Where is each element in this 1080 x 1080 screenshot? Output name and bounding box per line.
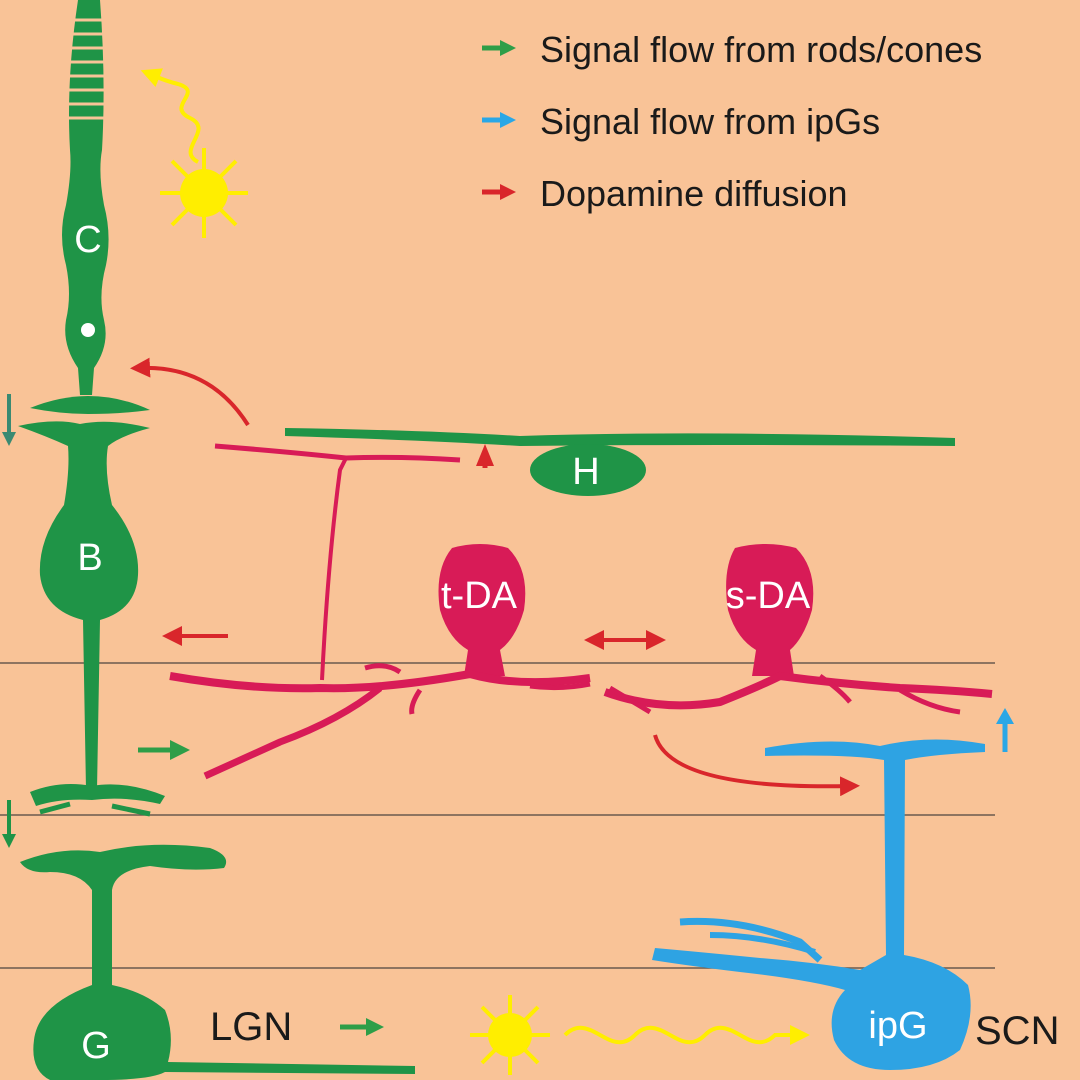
ganglion-cell	[20, 844, 415, 1080]
horizontal-label: H	[572, 451, 599, 493]
horizontal-dendrite	[285, 428, 955, 446]
ganglion-body	[20, 844, 415, 1080]
cone-cell	[30, 0, 150, 414]
bipolar-body	[18, 421, 150, 790]
legend-label-green: Signal flow from rods/cones	[540, 29, 982, 70]
cone-label: C	[74, 219, 101, 261]
cone-body	[62, 0, 109, 395]
sun-icon-top	[160, 148, 248, 238]
sun-icon-bottom	[470, 995, 550, 1075]
bipolar-cell	[18, 421, 165, 817]
s-da-label: s-DA	[726, 575, 811, 617]
ipg-body	[652, 739, 985, 1070]
light-path-top	[140, 68, 201, 164]
scn-label: SCN	[975, 1009, 1059, 1053]
ganglion-label: G	[81, 1025, 111, 1067]
legend-label-red: Dopamine diffusion	[540, 173, 848, 214]
legend-item-red: Dopamine diffusion	[482, 173, 848, 214]
t-da-cell	[169, 443, 591, 780]
ipg-cell	[652, 739, 985, 1070]
t-da-label: t-DA	[441, 575, 518, 617]
cone-pedicle	[30, 396, 150, 414]
lgn-label: LGN	[210, 1005, 292, 1049]
legend-item-green: Signal flow from rods/cones	[482, 29, 982, 70]
t-da-soma	[438, 544, 526, 676]
s-da-soma	[726, 544, 814, 676]
ipg-label: ipG	[868, 1005, 927, 1047]
horizontal-cell	[285, 428, 955, 496]
cone-nucleus	[81, 323, 95, 337]
legend-label-blue: Signal flow from ipGs	[540, 101, 880, 142]
dopamine-arrow-to-cone	[130, 357, 250, 427]
light-path-bottom	[563, 1025, 810, 1045]
s-da-cell	[603, 544, 993, 715]
legend-item-blue: Signal flow from ipGs	[482, 101, 880, 142]
bipolar-terminal	[30, 784, 165, 806]
horizontal-soma	[530, 444, 646, 496]
legend: Signal flow from rods/cones Signal flow …	[482, 29, 982, 214]
dopamine-arrow-to-ipg	[653, 734, 860, 797]
bipolar-label: B	[77, 537, 102, 579]
